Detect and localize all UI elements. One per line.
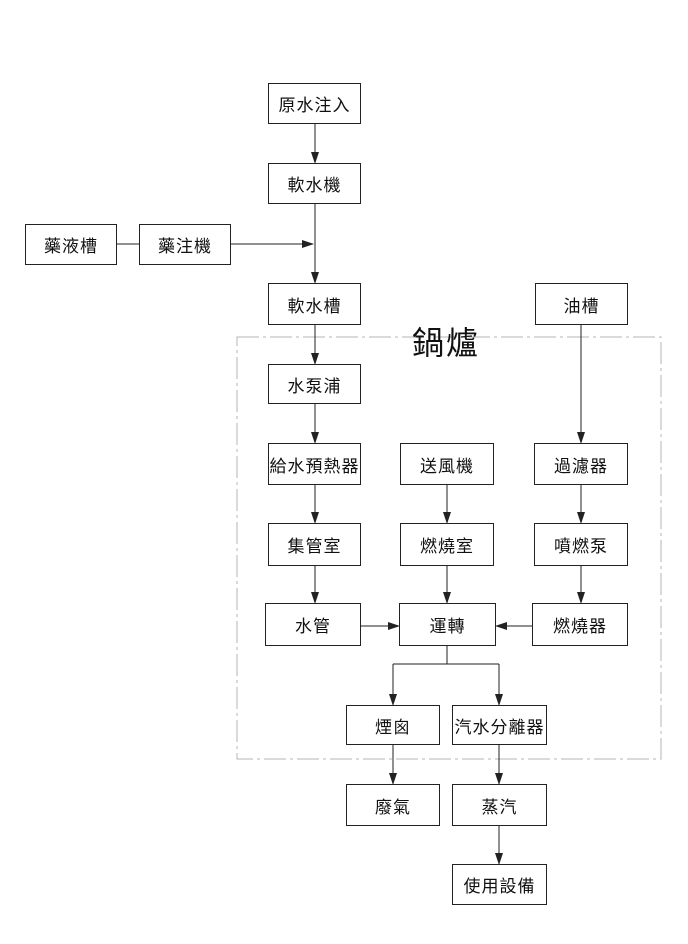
node-water-pump: 水泵浦 — [268, 364, 361, 404]
node-soft-water-tank: 軟水槽 — [268, 283, 361, 325]
boiler-boundary — [236, 336, 662, 760]
node-chem-tank: 藥液槽 — [25, 224, 117, 265]
node-feedwater-preheater: 給水預熱器 — [268, 443, 361, 485]
node-filter: 過濾器 — [534, 443, 628, 485]
node-fuel-pump: 噴燃泵 — [534, 523, 628, 566]
node-equipment: 使用設備 — [452, 864, 547, 905]
node-steam: 蒸汽 — [452, 784, 547, 826]
node-steam-separator: 汽水分離器 — [452, 705, 547, 745]
node-header: 集管室 — [268, 523, 361, 566]
node-oil-tank: 油槽 — [535, 283, 628, 325]
node-raw-water: 原水注入 — [268, 83, 361, 124]
boiler-label: 鍋爐 — [412, 324, 481, 362]
node-blower: 送風機 — [400, 443, 494, 485]
node-combustion-chamber: 燃燒室 — [400, 523, 494, 566]
node-operation: 運轉 — [399, 603, 496, 646]
node-burner: 燃燒器 — [532, 603, 628, 646]
node-chimney: 煙囪 — [346, 705, 440, 745]
node-water-tube: 水管 — [265, 603, 361, 646]
node-exhaust: 廢氣 — [346, 784, 440, 826]
node-softener: 軟水機 — [268, 163, 361, 204]
node-chem-injector: 藥注機 — [139, 224, 231, 265]
